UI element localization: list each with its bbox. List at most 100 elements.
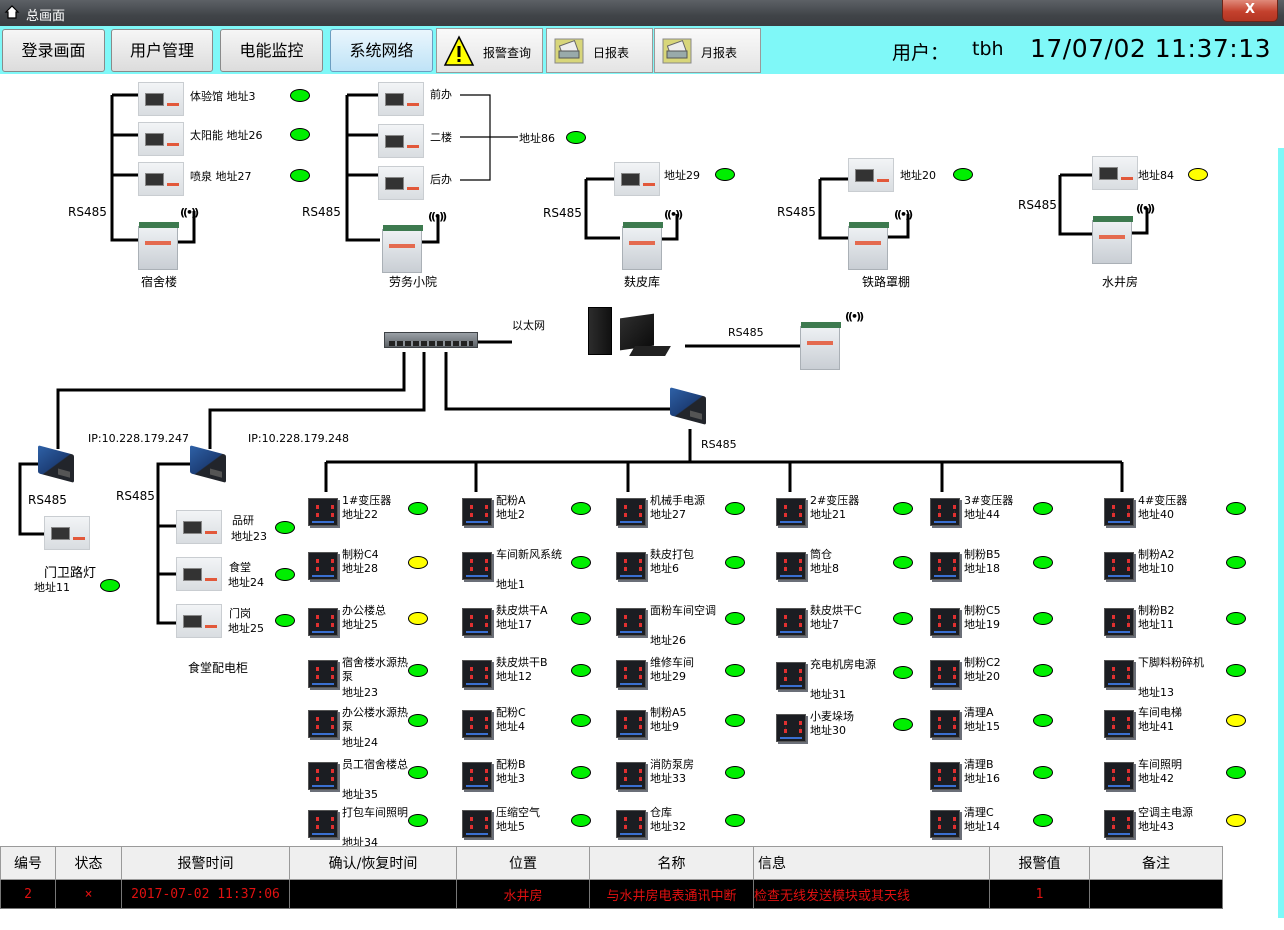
monthly-report-button[interactable]: 月报表 [654,28,761,73]
power-meter-panel[interactable] [616,498,646,526]
meter-device[interactable] [176,510,222,544]
col-header-alarm-time[interactable]: 报警时间 [121,846,290,880]
col-header-value[interactable]: 报警值 [989,846,1090,880]
wireless-gateway[interactable] [622,222,663,270]
meter-name: 麸皮打包 [650,548,694,561]
nav-user-management-button[interactable]: 用户管理 [111,29,213,72]
meter-address: 地址23 [342,686,378,699]
power-meter-panel[interactable] [308,552,338,580]
ip-label: IP:10.228.179.247 [88,432,190,445]
close-button[interactable]: X [1222,0,1278,22]
power-meter-panel[interactable] [462,762,492,790]
col-header-remark[interactable]: 备注 [1089,846,1223,880]
wireless-gateway[interactable] [382,225,423,273]
power-meter-panel[interactable] [616,810,646,838]
power-meter-panel[interactable] [930,710,960,738]
power-meter-panel[interactable] [776,608,806,636]
meter-name: 清理B [964,758,994,771]
power-meter-panel[interactable] [616,710,646,738]
meter-device[interactable] [378,166,424,200]
meter-device[interactable] [1092,156,1138,190]
meter-device[interactable] [378,82,424,116]
meter-device[interactable] [848,158,894,192]
power-meter-panel[interactable] [616,762,646,790]
meter-device[interactable] [176,604,222,638]
table-row[interactable]: 2 × 2017-07-02 11:37:06 水井房 与水井房电表通讯中断 检… [0,879,1223,909]
meter-device[interactable] [138,162,184,196]
meter-address: 地址26 [650,634,686,647]
power-meter-panel[interactable] [776,498,806,526]
power-meter-panel[interactable] [308,608,338,636]
meter-name: 清理A [964,706,994,719]
nav-system-network-button[interactable]: 系统网络 [330,29,433,72]
meter-name: 小麦垛场 [810,710,854,723]
power-meter-panel[interactable] [1104,710,1134,738]
power-meter-panel[interactable] [308,710,338,738]
power-meter-panel[interactable] [308,498,338,526]
power-meter-panel[interactable] [308,762,338,790]
col-header-info[interactable]: 信息 [753,846,990,880]
meter-device[interactable] [176,557,222,591]
power-meter-panel[interactable] [1104,762,1134,790]
meter-device[interactable] [44,516,90,550]
status-led [1226,612,1246,625]
power-meter-panel[interactable] [462,498,492,526]
nav-login-screen-button[interactable]: 登录画面 [2,29,105,72]
wireless-gateway[interactable] [800,322,841,370]
meter-device[interactable] [614,162,660,196]
status-led [408,502,428,515]
col-header-status[interactable]: 状态 [55,846,122,880]
col-header-name[interactable]: 名称 [589,846,754,880]
power-meter-panel[interactable] [462,710,492,738]
power-meter-panel[interactable] [930,660,960,688]
power-meter-panel[interactable] [462,660,492,688]
power-meter-panel[interactable] [1104,660,1134,688]
power-meter-panel[interactable] [776,552,806,580]
meter-address: 地址24 [342,736,378,749]
meter-device[interactable] [378,124,424,158]
status-led [725,612,745,625]
col-header-location[interactable]: 位置 [456,846,590,880]
power-meter-panel[interactable] [776,714,806,742]
status-led [1226,664,1246,677]
col-header-ack-time[interactable]: 确认/恢复时间 [289,846,457,880]
meter-label: 地址29 [664,169,700,182]
power-meter-panel[interactable] [776,662,806,690]
power-meter-panel[interactable] [616,552,646,580]
power-meter-panel[interactable] [616,608,646,636]
power-meter-panel[interactable] [1104,498,1134,526]
power-meter-panel[interactable] [308,660,338,688]
power-meter-panel[interactable] [930,608,960,636]
daily-report-button[interactable]: 日报表 [546,28,653,73]
power-meter-panel[interactable] [930,810,960,838]
power-meter-panel[interactable] [930,498,960,526]
power-meter-panel[interactable] [930,552,960,580]
status-led [1033,766,1053,779]
cell-remark [1089,879,1223,909]
station-name: 铁路罩棚 [862,275,911,289]
power-meter-panel[interactable] [1104,552,1134,580]
power-meter-panel[interactable] [462,810,492,838]
meter-device[interactable] [138,82,184,116]
status-led [1226,556,1246,569]
antenna-icon: ((•)) [894,208,913,221]
cell-value: 1 [989,879,1090,909]
wireless-gateway[interactable] [138,222,179,270]
power-meter-panel[interactable] [462,552,492,580]
power-meter-panel[interactable] [308,810,338,838]
nav-energy-monitoring-button[interactable]: 电能监控 [220,29,323,72]
meter-device[interactable] [138,122,184,156]
power-meter-panel[interactable] [616,660,646,688]
power-meter-panel[interactable] [930,762,960,790]
power-meter-panel[interactable] [1104,608,1134,636]
computer-icon[interactable] [588,307,612,355]
network-switch[interactable] [384,332,478,348]
power-meter-panel[interactable] [462,608,492,636]
col-header-id[interactable]: 编号 [0,846,56,880]
wireless-gateway[interactable] [1092,216,1133,264]
wireless-gateway[interactable] [848,222,889,270]
antenna-icon: ((•)) [664,208,683,221]
alarm-query-button[interactable]: 报警查询 [436,28,543,73]
meter-name: 制粉B5 [964,548,1001,561]
power-meter-panel[interactable] [1104,810,1134,838]
